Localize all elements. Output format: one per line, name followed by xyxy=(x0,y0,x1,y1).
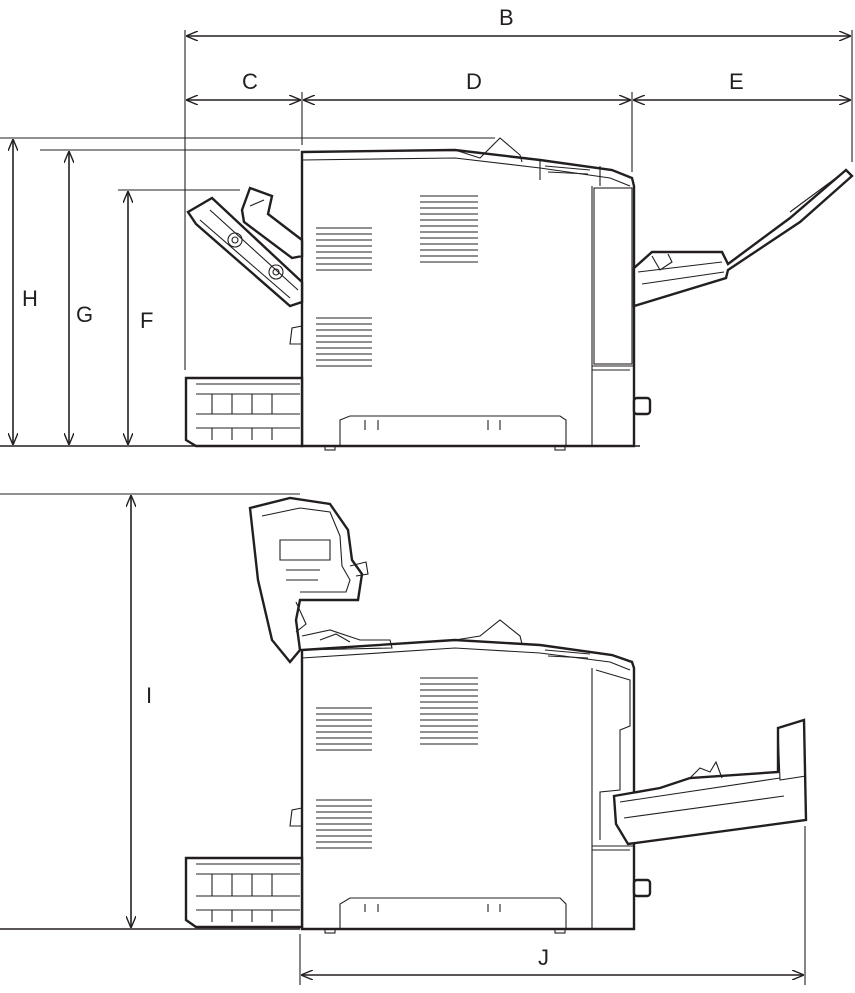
vent-grille-lower-b xyxy=(316,799,372,849)
dimension-b-label: B xyxy=(499,5,514,30)
printer-body-bottom xyxy=(300,638,636,931)
dimension-h-label: H xyxy=(22,286,38,311)
front-door-open xyxy=(612,718,808,846)
dimension-e-label: E xyxy=(729,69,744,94)
vent-grille-lower xyxy=(316,317,372,367)
vent-grille-upper-right-b xyxy=(420,677,478,745)
bypass-tray-open xyxy=(186,186,304,308)
dimension-f-label: F xyxy=(140,308,153,333)
bottom-printer-view: I J xyxy=(0,493,808,985)
dimension-i-label: I xyxy=(146,683,152,708)
top-cover-open xyxy=(248,496,369,664)
top-printer-view: B C D E H G F xyxy=(0,5,854,451)
dimension-c-label: C xyxy=(242,69,258,94)
paper-cassette-left-b xyxy=(184,856,304,929)
dimension-j-label: J xyxy=(538,945,549,970)
dimension-g-label: G xyxy=(76,302,93,327)
vent-grille-upper-left xyxy=(316,227,372,271)
dimension-d-label: D xyxy=(466,69,482,94)
vent-grille-upper-left-b xyxy=(316,707,372,751)
vent-grille-upper-right xyxy=(420,195,478,263)
paper-cassette-left xyxy=(184,376,304,448)
printer-body-top xyxy=(300,148,636,448)
output-tray-extended xyxy=(632,168,854,308)
